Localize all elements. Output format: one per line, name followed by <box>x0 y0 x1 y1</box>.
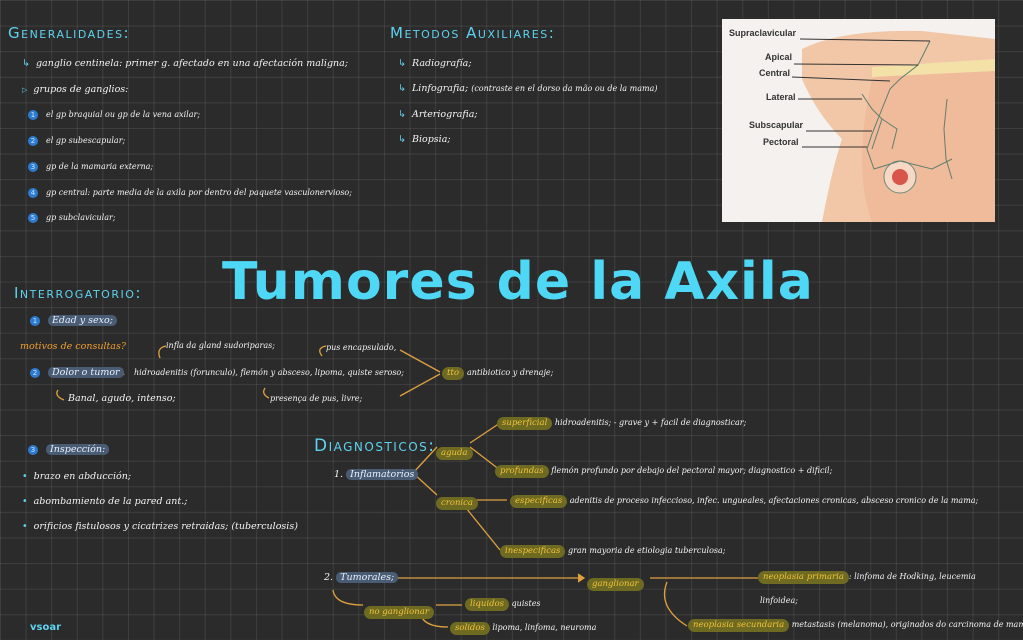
neoplasia-primaria-branch: neoplasia primaria: linfoma de Hodking, … <box>758 571 976 584</box>
number-badge: 3 <box>28 162 38 172</box>
pus-encapsulado-note: pus encapsulado, <box>326 343 397 352</box>
superficial-branch: superficial hidroadenitis; - grave y + f… <box>497 417 746 430</box>
arrow-icon: ↳ <box>398 134 406 145</box>
neoplasia-primaria-continued: linfoidea; <box>760 596 798 605</box>
figure-label-lateral: Lateral <box>766 92 796 102</box>
author-signature: vsoar <box>30 622 62 633</box>
arrow-icon: ↳ <box>398 58 406 69</box>
dot-bullet-icon: • <box>22 496 28 507</box>
method-item: ↳Radiografía; <box>398 58 472 69</box>
triangle-bullet-icon: ▷ <box>22 86 28 94</box>
diagnosticos-heading: Diagnosticos: <box>314 436 436 456</box>
inspection-item: •abombamiento de la pared ant.; <box>22 496 188 507</box>
infla-note: infla da gland sudoriparas; <box>166 341 275 350</box>
tumorales-item: 2. Tumorales; <box>324 572 399 583</box>
aguda-tag: aguda <box>436 440 473 460</box>
number-badge: 2 <box>30 367 40 378</box>
inespecificas-branch: inespecificas gran mayoria de etiologia … <box>500 545 725 558</box>
interrogatorio-heading: Interrogatorio: <box>14 284 142 302</box>
dot-bullet-icon: • <box>22 521 28 532</box>
number-badge: 5 <box>28 213 38 223</box>
number-badge: 2 <box>28 136 38 146</box>
profundas-branch: profundas flemón profundo por debajo del… <box>495 465 832 478</box>
method-item: ↳Linfografia; (contraste en el dorso da … <box>398 83 658 94</box>
number-badge: 1 <box>30 315 40 326</box>
method-item: ↳Biopsia; <box>398 134 451 145</box>
pus-libre-note: presença de pus, livre; <box>270 394 363 403</box>
figure-label-pectoral: Pectoral <box>763 137 799 147</box>
inflamatorios-item: 1. Inflamatorios <box>334 469 419 480</box>
arrow-icon: ↳ <box>398 109 406 120</box>
groups-label: ▷grupos de ganglios: <box>22 84 129 95</box>
generalidades-heading: Generalidades: <box>8 24 131 42</box>
number-badge: 4 <box>28 188 38 198</box>
treatment-note: tto antibiotico y drenaje; <box>442 367 553 380</box>
liquidos-branch: liquidos quistes <box>465 598 541 611</box>
motivos-label: motivos de consultas? <box>20 341 126 352</box>
page-title: Tumores de la Axila <box>222 252 814 312</box>
figure-label-subscapular: Subscapular <box>749 120 804 130</box>
solidos-branch: solidos lipoma, linfoma, neuroma <box>450 622 596 635</box>
inspection-item: •brazo en abducción; <box>22 471 132 482</box>
dot-bullet-icon: • <box>22 471 28 482</box>
inspection-item: •orificios fistulosos y cicatrizes retra… <box>22 521 298 532</box>
cronica-tag: cronica <box>436 490 478 510</box>
neoplasia-secundaria-branch: neoplasia secundaria metastasis (melanom… <box>688 619 1023 632</box>
figure-label-apical: Apical <box>765 52 793 62</box>
number-badge: 3 <box>28 444 38 455</box>
method-item: ↳Arteriografia; <box>398 109 478 120</box>
ganglionar-tag: ganglionar <box>587 571 644 591</box>
causes-note: hidroadenitis (forunculo), flemón y absc… <box>134 368 404 377</box>
arrow-icon: ↳ <box>398 83 406 94</box>
figure-label-supraclavicular: Supraclavicular <box>729 28 797 38</box>
metodos-heading: Metodos Auxiliares: <box>390 24 556 42</box>
pain-type-note: Banal, agudo, intenso; <box>68 393 176 404</box>
number-badge: 1 <box>28 110 38 120</box>
figure-label-central: Central <box>759 68 791 78</box>
especificas-branch: especificas adenitis de proceso infeccio… <box>510 495 978 508</box>
axillary-lymph-nodes-figure: Supraclavicular Apical Central Lateral S… <box>722 19 995 222</box>
anatomy-illustration <box>791 30 995 222</box>
arrow-icon: ↳ <box>22 58 30 69</box>
no-ganglionar-tag: no ganglionar <box>364 599 434 619</box>
sentinel-node-note: ↳ganglio centinela: primer g. afectado e… <box>22 58 349 69</box>
